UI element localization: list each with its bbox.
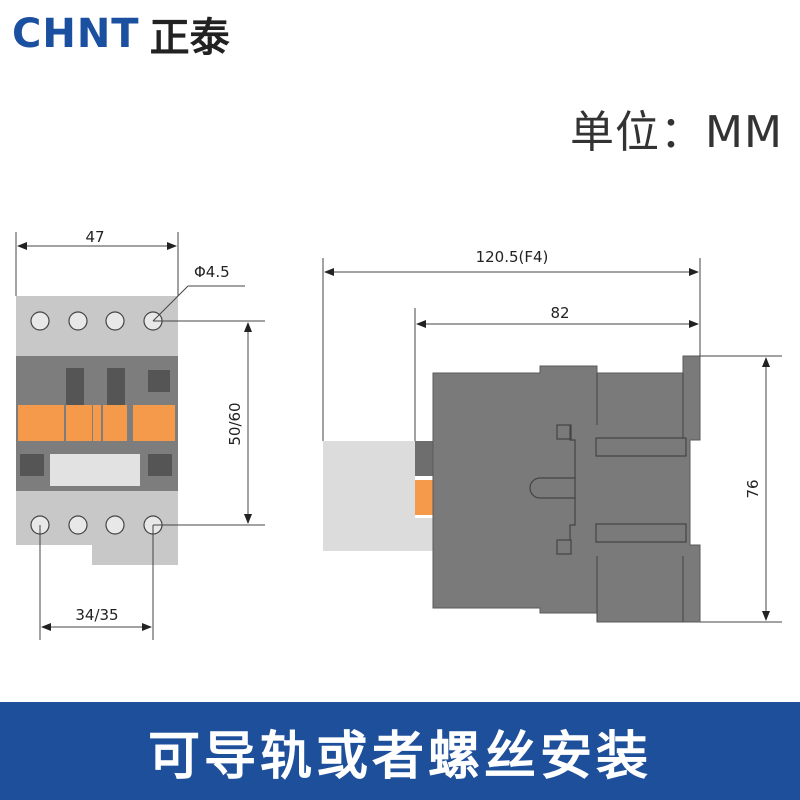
front-orange-1 — [18, 405, 64, 441]
side-dimensions — [322, 258, 782, 623]
front-orange-3 — [93, 405, 101, 441]
front-square-bottom-left — [20, 454, 44, 476]
front-base-tab — [92, 545, 178, 565]
side-module-dark — [415, 441, 433, 476]
side-square-lower — [556, 539, 572, 555]
side-main-body — [432, 355, 701, 623]
front-bottom-hole-3 — [105, 515, 125, 535]
front-square-bottom-right — [148, 454, 172, 476]
side-lower-clip — [595, 523, 687, 543]
unit-label: 单位：MM — [570, 107, 783, 158]
side-inner-outline — [569, 425, 576, 540]
front-top-hole-1 — [30, 311, 50, 331]
front-orange-2 — [66, 405, 92, 441]
side-front-module — [323, 441, 415, 551]
side-latch — [529, 477, 575, 499]
front-top-hole-2 — [68, 311, 88, 331]
banner-text: 可导轨或者螺丝安装 — [147, 726, 652, 787]
front-slot-1 — [66, 368, 84, 408]
dim-hole-diameter: Φ4.5 — [194, 263, 230, 281]
dim-front-height: 50/60 — [226, 402, 244, 445]
front-orange-5 — [133, 405, 175, 441]
brand-logo: CHNT 正泰 — [12, 8, 230, 61]
side-module-orange — [415, 480, 433, 515]
side-square-upper — [556, 424, 572, 440]
dim-total-depth: 120.5(F4) — [476, 248, 549, 266]
technical-drawing: 47 Φ4.5 50/60 34/35 120. — [15, 228, 782, 640]
side-view — [323, 355, 701, 623]
logo-chinese-text: 正泰 — [149, 15, 230, 61]
front-view — [16, 296, 178, 565]
front-top-hole-3 — [105, 311, 125, 331]
dim-side-height: 76 — [744, 479, 762, 498]
side-module-light — [415, 518, 433, 551]
front-dimensions — [15, 232, 265, 640]
dim-front-width: 47 — [85, 228, 104, 246]
bottom-banner: 可导轨或者螺丝安装 — [0, 702, 800, 800]
front-slot-2 — [107, 368, 125, 408]
side-upper-clip — [595, 437, 687, 457]
front-orange-4 — [103, 405, 127, 441]
dim-body-depth: 82 — [550, 304, 569, 322]
front-square-top-right — [148, 370, 170, 392]
front-bottom-hole-2 — [68, 515, 88, 535]
front-window — [50, 454, 140, 486]
logo-latin-text: CHNT — [12, 11, 140, 57]
dim-hole-spacing: 34/35 — [75, 606, 118, 624]
